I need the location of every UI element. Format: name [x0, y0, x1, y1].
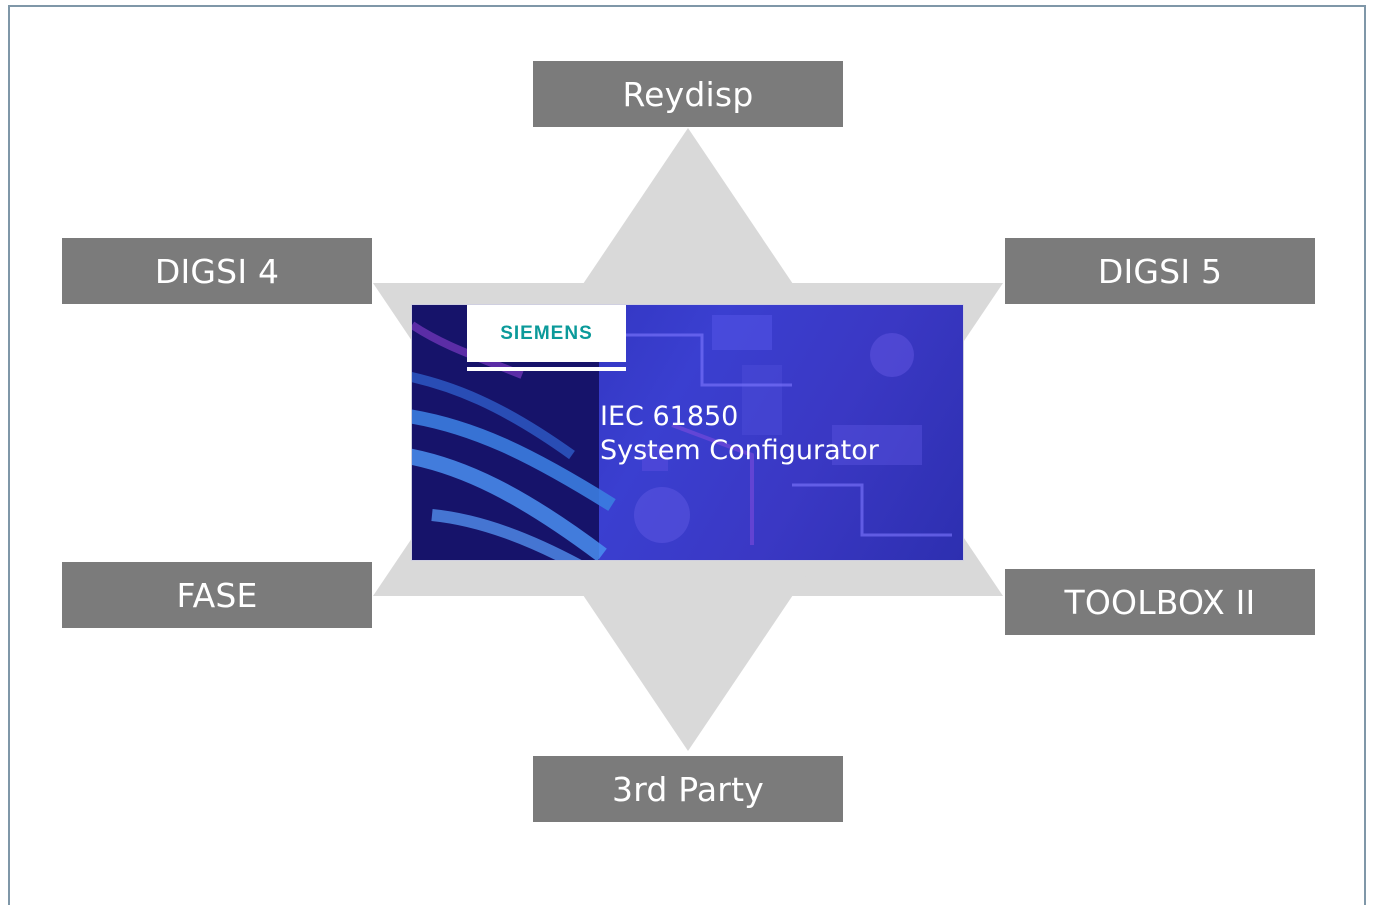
splash-board-trace-1	[612, 333, 792, 387]
splash-cable-1	[412, 409, 616, 511]
splash-board-shape-5	[870, 333, 914, 377]
splash-board-shape-2	[742, 365, 782, 435]
tool-box-digsi-5[interactable]: DIGSI 5	[1005, 238, 1315, 304]
tool-box-toolbox-ii[interactable]: TOOLBOX II	[1005, 569, 1315, 635]
tool-label-digsi-4: DIGSI 4	[154, 251, 280, 291]
splash-board-trace-2	[792, 483, 952, 537]
tool-box-fase[interactable]: FASE	[62, 562, 372, 628]
tool-box-3rd-party[interactable]: 3rd Party	[533, 756, 843, 822]
system-configurator-splash: SIEMENS IEC 61850 System Configurator	[411, 304, 964, 561]
tool-label-3rd-party: 3rd Party	[612, 769, 764, 809]
tool-label-fase: FASE	[176, 575, 258, 615]
splash-board-trace-3	[671, 423, 754, 545]
splash-cable-4	[431, 509, 582, 560]
splash-cable-2	[412, 448, 607, 560]
product-title-line-1: IEC 61850	[600, 401, 739, 432]
tool-box-digsi-4[interactable]: DIGSI 4	[62, 238, 372, 304]
tool-label-toolbox-ii: TOOLBOX II	[1064, 582, 1256, 622]
tool-box-reydisp[interactable]: Reydisp	[533, 61, 843, 127]
splash-cable-3	[412, 372, 575, 460]
splash-board-shape-1	[712, 315, 772, 350]
tool-label-digsi-5: DIGSI 5	[1097, 251, 1223, 291]
splash-board-shape-3	[832, 425, 922, 465]
tool-label-reydisp: Reydisp	[622, 74, 754, 114]
product-title: IEC 61850 System Configurator	[600, 400, 879, 468]
splash-board-shape-6	[642, 445, 668, 471]
product-title-line-2: System Configurator	[600, 435, 879, 466]
splash-board-shape-4	[634, 487, 690, 543]
logo-underline	[467, 367, 626, 371]
siemens-logo-text: SIEMENS	[500, 322, 593, 344]
siemens-logo: SIEMENS	[467, 305, 626, 362]
